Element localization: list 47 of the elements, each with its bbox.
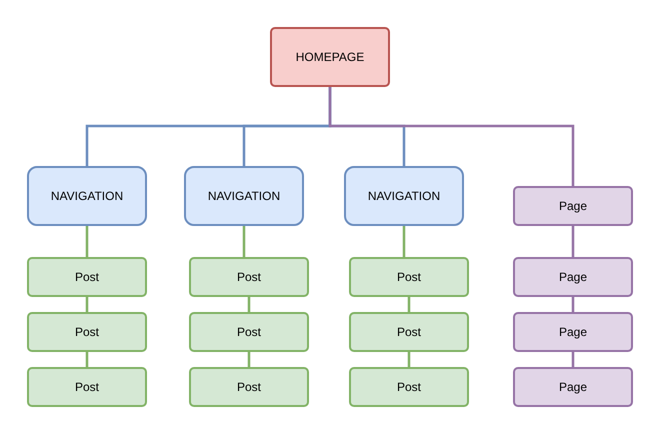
post-box bbox=[349, 367, 469, 407]
connector-line bbox=[572, 352, 574, 367]
connector-line bbox=[248, 297, 250, 312]
page-box bbox=[513, 367, 633, 407]
connector-line bbox=[242, 226, 246, 257]
navigation-box bbox=[27, 166, 147, 226]
connector-line bbox=[248, 352, 250, 367]
connector-line bbox=[408, 297, 410, 312]
node-label: HOMEPAGE bbox=[296, 50, 364, 64]
connector-line bbox=[408, 352, 410, 367]
node-label: Post bbox=[236, 380, 261, 394]
navigation-box bbox=[184, 166, 304, 226]
node-label: NAVIGATION bbox=[368, 189, 440, 203]
post-box bbox=[189, 257, 309, 297]
node-label: Post bbox=[396, 380, 421, 394]
post-box bbox=[27, 257, 147, 297]
connector-line bbox=[328, 87, 574, 186]
post-box bbox=[189, 312, 309, 352]
page-box bbox=[513, 257, 633, 297]
node-label: Page bbox=[558, 270, 588, 284]
node-label: Post bbox=[74, 270, 99, 284]
node-label: NAVIGATION bbox=[50, 189, 124, 203]
connector-line bbox=[86, 226, 88, 257]
post-box bbox=[27, 367, 147, 407]
post-box bbox=[27, 312, 147, 352]
node-label: Page bbox=[558, 199, 588, 213]
node-label: Post bbox=[396, 325, 421, 339]
page-box bbox=[513, 312, 633, 352]
node-label: Post bbox=[74, 380, 99, 394]
node-label: Post bbox=[74, 325, 99, 339]
connector-line bbox=[572, 226, 574, 257]
node-label: Post bbox=[236, 270, 261, 284]
node-label: Post bbox=[396, 270, 421, 284]
navigation-box bbox=[344, 166, 464, 226]
connector-line bbox=[86, 297, 88, 312]
post-box bbox=[349, 312, 469, 352]
node-label: Page bbox=[558, 325, 588, 339]
post-box bbox=[349, 257, 469, 297]
connector-line bbox=[86, 352, 88, 367]
node-label: NAVIGATION bbox=[208, 189, 280, 203]
post-box bbox=[189, 367, 309, 407]
connector-line bbox=[572, 297, 574, 312]
page-box bbox=[513, 186, 633, 226]
node-label: Page bbox=[558, 380, 588, 394]
connector-line bbox=[402, 226, 406, 257]
homepage-box bbox=[270, 27, 390, 87]
node-label: Post bbox=[236, 325, 261, 339]
